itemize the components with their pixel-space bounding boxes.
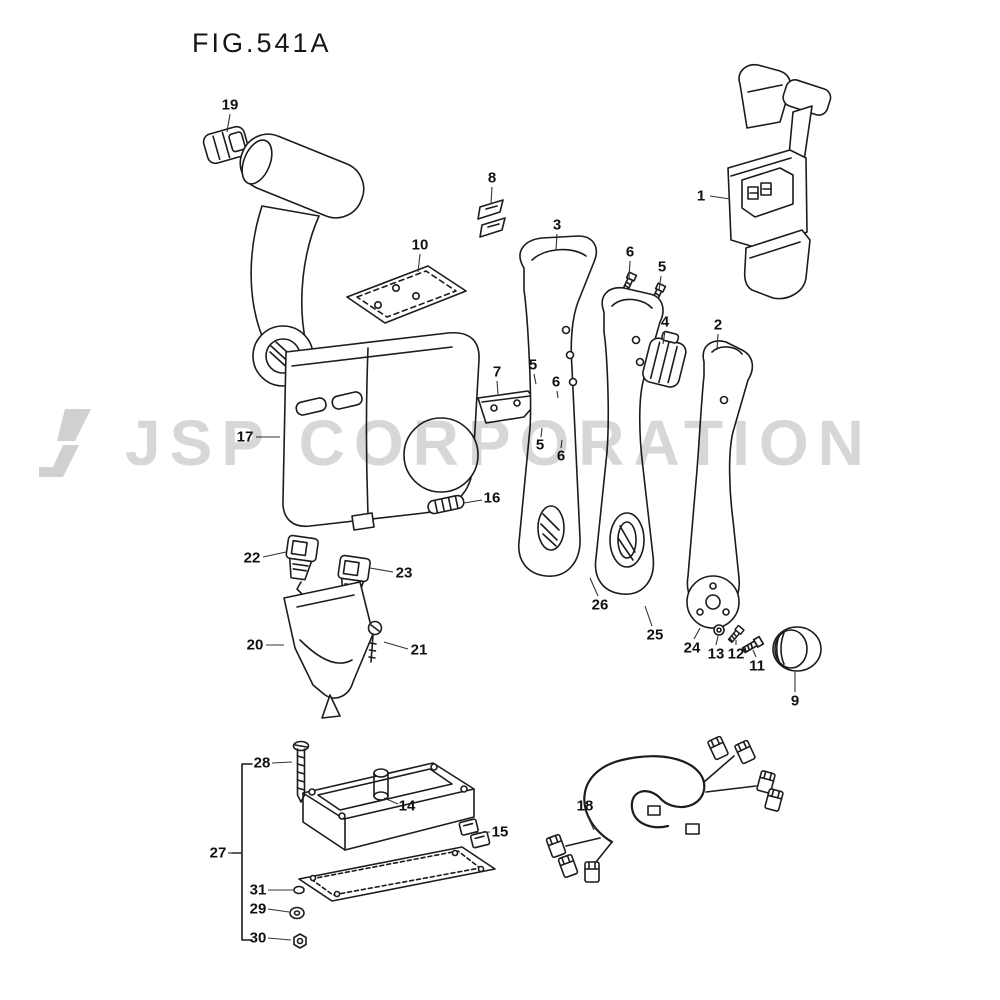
leader-line-15-29 [475, 831, 491, 834]
control-lever-handle [239, 133, 365, 387]
part-11-bolt [740, 635, 765, 655]
part-24-disc [686, 575, 740, 629]
part-13-washer [713, 624, 725, 636]
leader-line-14-28 [383, 797, 399, 805]
leader-line-3-4 [555, 233, 558, 251]
part-15-clip [458, 818, 491, 849]
leader-line-25-21 [644, 605, 653, 627]
leader-line-26-20 [589, 577, 599, 597]
part-14-housing-base [302, 762, 475, 851]
part-22-plug [285, 534, 319, 581]
part-1-remote-control [727, 63, 832, 300]
part-18-harness [545, 735, 785, 883]
part-16-insert [427, 494, 465, 515]
leader-lines [226, 113, 796, 941]
leader-line-22-16 [262, 551, 287, 558]
part-2-arm [686, 340, 754, 613]
part-9-knob [772, 626, 822, 672]
leader-line-6-11 [556, 390, 559, 399]
leader-line-4-7 [662, 330, 666, 345]
leader-line-5-6 [658, 275, 662, 291]
leader-line-30-34 [267, 937, 292, 941]
part-8-clip [477, 199, 506, 238]
part-30-nut [293, 933, 307, 949]
part-25-arm [594, 287, 664, 595]
part-27-group-bracket [231, 763, 253, 941]
part-28-screw [292, 740, 310, 803]
leader-line-19-0 [226, 113, 231, 133]
leader-line-16-15 [463, 499, 483, 504]
part-29-washer [289, 906, 305, 920]
part-4-switch [642, 330, 687, 388]
leader-line-23-17 [369, 567, 394, 573]
leader-line-28-27 [271, 761, 293, 764]
leader-line-10-3 [417, 253, 421, 273]
leader-line-13-23 [715, 635, 719, 646]
part-19-grip-end [202, 125, 250, 165]
leader-line-6-5 [628, 260, 631, 279]
figure-title: FIG.541A [192, 28, 332, 58]
part-21-screw [367, 620, 383, 663]
leader-line-6-14 [560, 439, 563, 449]
leader-line-18-31 [586, 814, 595, 831]
part-17-housing-cover [282, 332, 480, 531]
part-31-washer [293, 885, 305, 895]
leader-line-11-25 [752, 649, 757, 658]
part-31-gasket [298, 846, 496, 902]
leader-line-24-22 [693, 627, 701, 640]
leader-line-2-8 [716, 333, 719, 351]
leader-line-5-13 [540, 427, 543, 438]
leader-line-8-2 [490, 186, 493, 205]
leader-line-5-10 [533, 373, 537, 385]
part-3-arm [518, 235, 598, 577]
part-7-bracket [477, 390, 538, 424]
part-10-plate [346, 265, 467, 324]
leader-line-1-1 [709, 195, 731, 200]
leader-line-29-33 [267, 908, 290, 913]
leader-line-21-19 [383, 641, 409, 650]
leader-line-7-9 [496, 380, 499, 395]
part-20-boot [283, 581, 374, 719]
